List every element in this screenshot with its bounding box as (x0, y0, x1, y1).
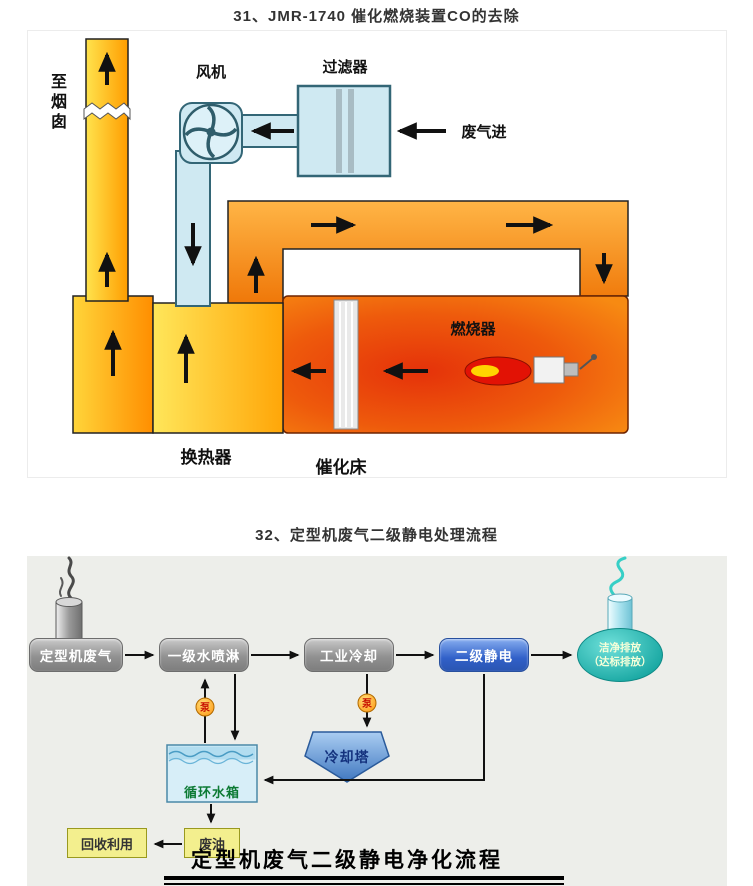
node-source-gas: 定型机废气 (29, 638, 123, 672)
fan-icon (179, 102, 243, 164)
outlet-label-line2: （达标排放） (588, 656, 652, 668)
node-industrial-cooling: 工业冷却 (304, 638, 394, 672)
waste-gas-in-label: 废气进 (461, 124, 507, 141)
node-water-spray: 一级水喷淋 (159, 638, 249, 672)
node-waste-oil: 废油 (184, 828, 240, 858)
fan-label: 风机 (195, 64, 226, 81)
node-clean-outlet: 洁净排放 （达标排放） (577, 628, 663, 682)
catalytic-combustion-diagram: 至烟囱 风机 过滤器 废气进 燃烧器 换热器 催化床 (27, 30, 727, 478)
pump-label: 泵 (362, 698, 373, 710)
caption-underline (164, 876, 564, 885)
burner-label: 燃烧器 (450, 321, 496, 338)
smoke-left-wisp (59, 577, 64, 597)
node-electrostatic: 二级静电 (439, 638, 529, 672)
igniter-icon (533, 354, 597, 384)
catalyst-bed-element (333, 299, 359, 430)
section2-title: 32、定型机废气二级静电处理流程 (255, 527, 498, 544)
pump-icon (357, 693, 377, 713)
heat-exchanger-box (152, 302, 284, 434)
heat-exchanger-label: 换热器 (180, 448, 232, 467)
node-recycle: 回收利用 (67, 828, 147, 858)
diagram-caption: 定型机废气二级静电净化流程 (191, 849, 503, 872)
outlet-label-line1: 洁净排放 (599, 641, 641, 654)
combustion-diagram-canvas (72, 38, 629, 434)
water-tank-shape (166, 744, 258, 803)
pump-label: 泵 (200, 702, 211, 714)
section1-title: 31、JMR-1740 催化燃烧装置CO的去除 (233, 8, 520, 25)
water-tank-label: 循环水箱 (183, 785, 240, 800)
process-diagram-canvas: 泵 泵 (55, 556, 633, 849)
smoke-right-icon (609, 556, 627, 598)
cooling-tower-label: 冷却塔 (324, 749, 370, 765)
to-chimney-label: 至烟囱 (48, 73, 65, 133)
loop-duct (227, 200, 629, 312)
smoke-left-icon (67, 556, 75, 600)
pump-icons: 泵 泵 (195, 693, 377, 717)
cooling-tower-shape (304, 731, 390, 783)
catalyst-bed-label: 催化床 (315, 458, 367, 477)
duct-break-symbol (83, 102, 131, 121)
filter-box (296, 84, 392, 178)
filter-label: 过滤器 (322, 59, 368, 76)
chimney-left-icon (55, 597, 83, 645)
flow-arrows (98, 51, 613, 383)
filter-media (348, 89, 354, 173)
electrostatic-process-diagram: 泵 泵 定型机废气 一级水喷淋 工业冷却 二级静电 洁净排放 （达标排放） 冷却… (27, 556, 727, 886)
pump-icon (195, 697, 215, 717)
burner-flame-icon (464, 356, 532, 386)
filter-media (336, 89, 342, 173)
